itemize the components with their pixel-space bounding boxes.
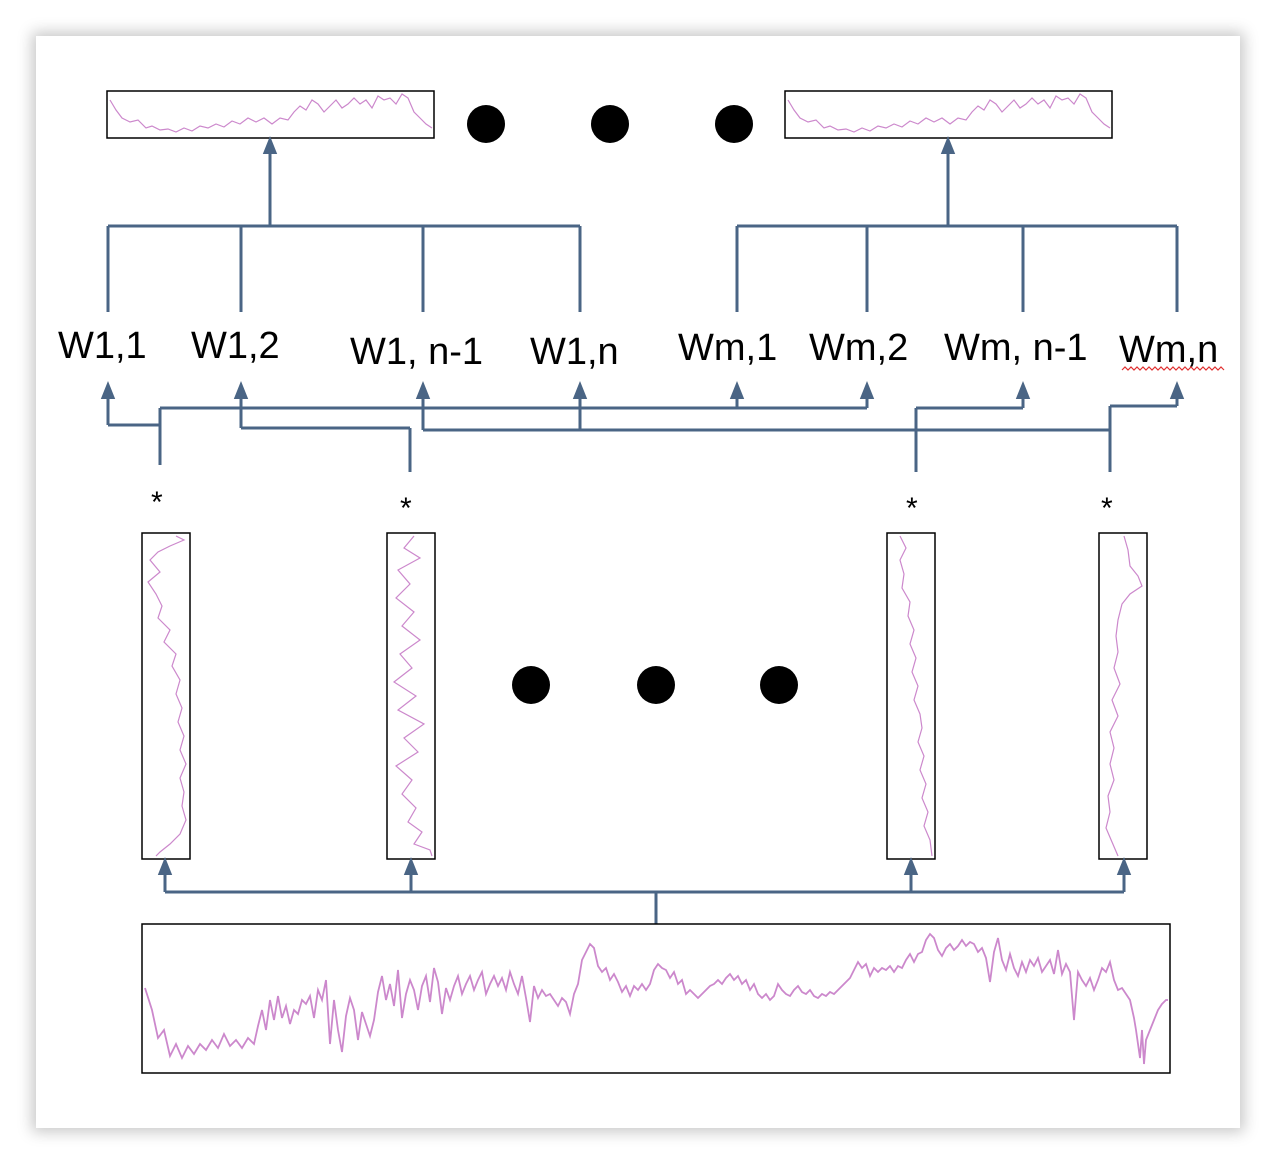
sum-tree-w1 xyxy=(106,136,582,312)
output-signal-box-1 xyxy=(106,90,435,139)
kernel-box-2 xyxy=(386,532,436,860)
kernel-box-4 xyxy=(1098,532,1148,860)
ellipsis-dot xyxy=(760,666,798,704)
output-signal-box-m xyxy=(784,90,1113,139)
weight-label-wm-n-1: Wm, n-1 xyxy=(944,327,1088,369)
weight-label-wm-2: Wm,2 xyxy=(809,327,908,369)
weight-label-w1-n-1: W1, n-1 xyxy=(350,331,483,373)
output-signal-trace-1 xyxy=(109,93,433,133)
spellcheck-underline xyxy=(1121,366,1225,371)
input-signal-trace xyxy=(144,932,1168,1065)
kernel-routing xyxy=(100,381,1185,472)
kernel-box-3 xyxy=(886,532,936,860)
weight-label-w1-1: W1,1 xyxy=(58,325,147,367)
kernel-trace-3 xyxy=(899,535,933,857)
ellipsis-dot xyxy=(715,105,753,143)
ellipsis-dot xyxy=(591,105,629,143)
input-distribution xyxy=(157,857,1132,924)
output-signal-trace-m xyxy=(787,93,1111,133)
kernel-trace-2 xyxy=(392,535,433,857)
convolution-operator-2: * xyxy=(400,492,412,525)
convolution-operator-3: * xyxy=(906,492,918,525)
weight-label-wm-1: Wm,1 xyxy=(678,327,777,369)
weight-label-w1-2: W1,2 xyxy=(191,325,280,367)
convolution-operator-4: * xyxy=(1101,492,1113,525)
weight-label-w1-n: W1,n xyxy=(530,331,619,373)
input-signal-box xyxy=(141,923,1171,1074)
ellipsis-dot xyxy=(512,666,550,704)
ellipsis-dot xyxy=(637,666,675,704)
ellipsis-dot xyxy=(467,105,505,143)
kernel-trace-4 xyxy=(1105,535,1143,857)
kernel-box-1 xyxy=(141,532,191,860)
sum-tree-wm xyxy=(735,136,1179,312)
weight-label-wm-n: Wm,n xyxy=(1119,329,1218,371)
kernel-trace-1 xyxy=(147,535,187,857)
convolution-operator-1: * xyxy=(151,486,163,519)
